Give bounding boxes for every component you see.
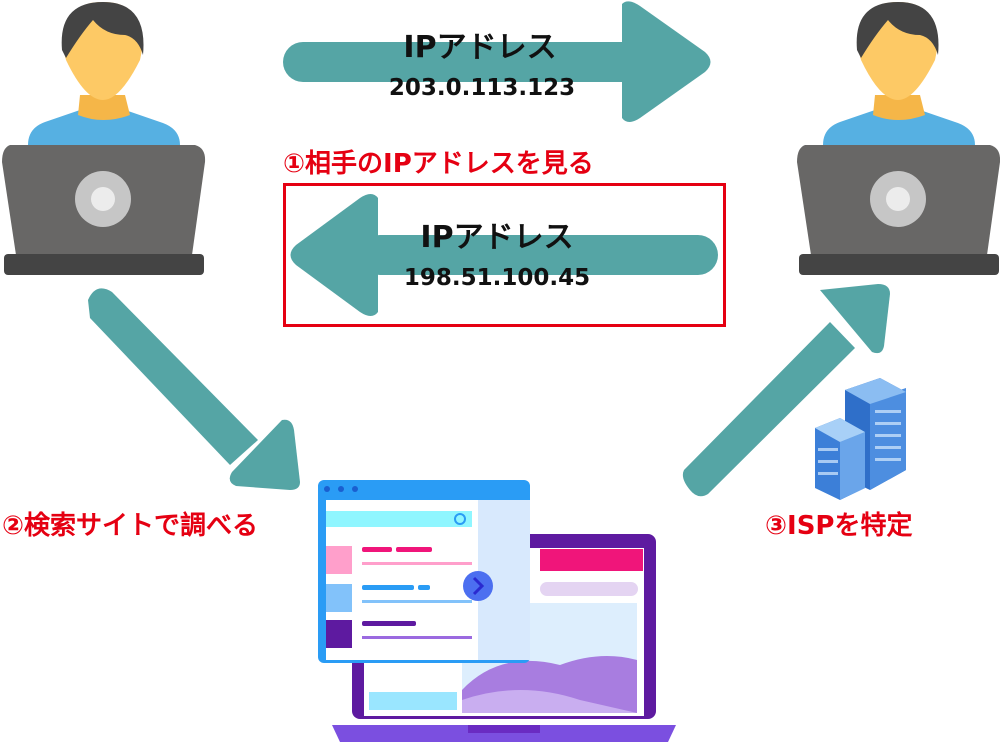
arrow-right-top (283, 1, 711, 122)
arrow-left-bottom (290, 194, 718, 316)
bottom-arrow-label: IPアドレス (420, 220, 574, 255)
step3-label: ③ISPを特定 (765, 511, 913, 541)
top-arrow-label: IPアドレス (403, 30, 557, 65)
search-site-illustration (318, 480, 676, 742)
highlight-box (283, 183, 726, 327)
arrow-diagonal-up (682, 284, 890, 497)
person-left-icon (2, 2, 206, 275)
person-right-icon (797, 2, 1000, 275)
step1-label: ①相手のIPアドレスを見る (283, 149, 594, 179)
arrow-diagonal-down (88, 288, 300, 490)
step2-label: ②検索サイトで調べる (2, 511, 259, 541)
building-icon (815, 378, 906, 500)
top-arrow-ip-value: 203.0.113.123 (388, 75, 576, 101)
bottom-arrow-ip-value: 198.51.100.45 (403, 265, 591, 291)
